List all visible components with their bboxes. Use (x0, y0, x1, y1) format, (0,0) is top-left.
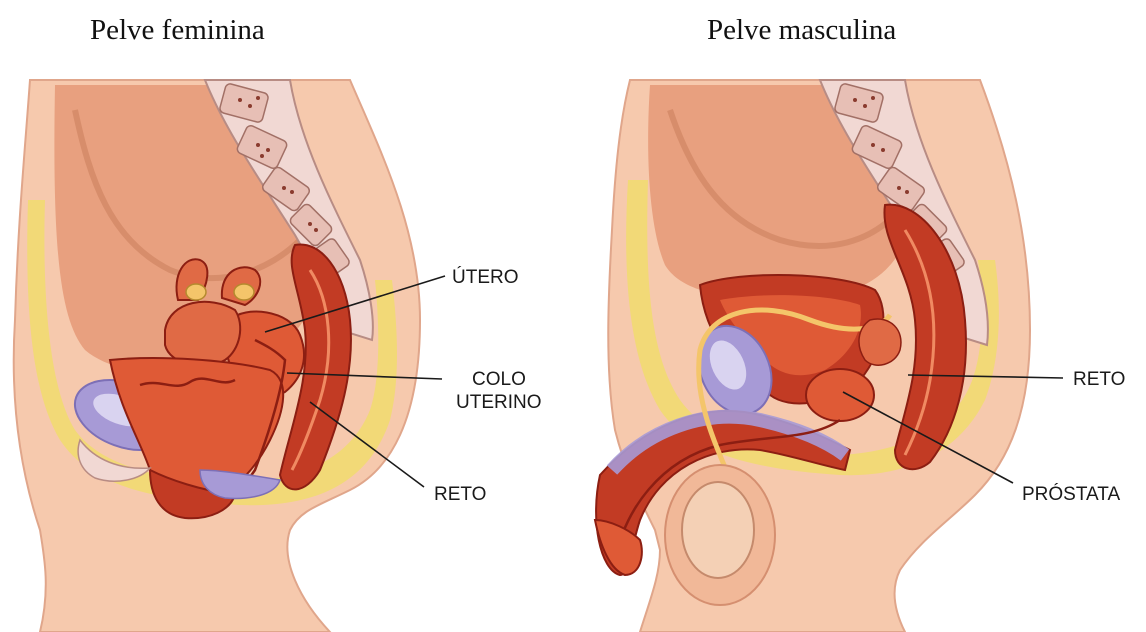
reto-male-label: RETO (1073, 369, 1125, 390)
colo-uterino-label-line2: UTERINO (456, 392, 542, 413)
utero-label: ÚTERO (452, 266, 519, 288)
female-fundus (165, 302, 240, 366)
male-prostate (806, 369, 874, 421)
male-seminal-vesicle (859, 319, 901, 365)
prostata-label: PRÓSTATA (1022, 483, 1121, 505)
female-pelvis-illustration (14, 80, 420, 632)
reto-female-label: RETO (434, 484, 486, 505)
male-pelvis-illustration (595, 80, 1030, 632)
male-testicle (682, 482, 754, 578)
colo-uterino-label-line1: COLO (472, 369, 526, 390)
